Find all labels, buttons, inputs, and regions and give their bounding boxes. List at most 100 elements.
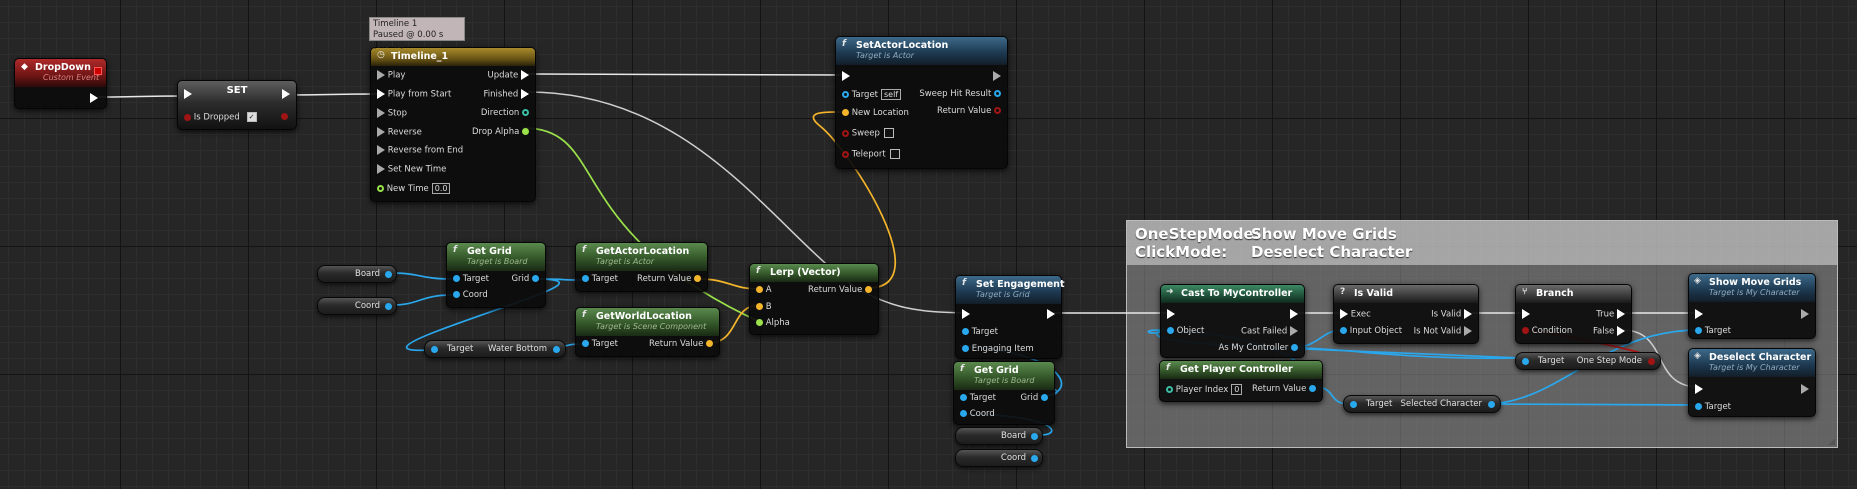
stop-pin[interactable]: Stop (377, 108, 407, 119)
struct-pin-icon[interactable] (385, 303, 392, 310)
get-grid-node-2[interactable]: f Get Grid Target is Board Target Coord … (953, 361, 1055, 425)
object-pin[interactable]: Object (1167, 326, 1204, 336)
object-pin-icon[interactable] (1031, 433, 1038, 440)
set-engagement-header[interactable]: f Set Engagement Target is Grid (956, 276, 1065, 304)
show-move-grids-node[interactable]: ◈ Show Move Grids Target is My Character… (1688, 273, 1816, 339)
cast-failed-pin[interactable]: Cast Failed (1241, 326, 1298, 337)
target-pin[interactable]: Target (582, 274, 618, 284)
a-pin[interactable]: A (756, 285, 772, 295)
update-pin[interactable]: Update (488, 70, 529, 81)
grid-pin[interactable]: Grid (511, 274, 539, 284)
is-valid-header[interactable]: ? Is Valid (1334, 285, 1478, 303)
comment-header[interactable]: OneStepMode:Show Move Grids ClickMode:De… (1127, 221, 1837, 265)
branch-node[interactable]: ⑂ Branch Condition True False (1515, 284, 1632, 344)
bool-pin-icon[interactable] (1648, 358, 1655, 365)
target-pin[interactable]: Target (1695, 326, 1731, 336)
teleport-pin[interactable]: Teleport (842, 149, 900, 160)
return-value-pin[interactable]: Return Value (637, 274, 701, 284)
exec-in-pin[interactable] (1695, 309, 1703, 320)
object-pin-icon[interactable] (553, 346, 560, 353)
set-new-time-pin[interactable]: Set New Time (377, 164, 446, 175)
exec-in-pin[interactable] (1695, 384, 1703, 395)
object-pin-icon[interactable] (1488, 401, 1495, 408)
coord-variable[interactable]: Coord (317, 297, 397, 315)
exec-in-pin[interactable]: Exec (1340, 309, 1371, 320)
return-value-pin[interactable]: Return Value (649, 339, 713, 349)
lerp-vector-node[interactable]: f Lerp (Vector) A B Alpha Return Value (749, 263, 879, 335)
target-pin[interactable]: Target (962, 327, 998, 337)
deselect-character-header[interactable]: ◈ Deselect Character Target is My Charac… (1689, 349, 1815, 377)
exec-in-pin[interactable] (842, 71, 850, 82)
water-bottom-getter[interactable]: Target Water Bottom (424, 340, 566, 358)
play-from-start-pin[interactable]: Play from Start (377, 89, 451, 100)
grid-pin[interactable]: Grid (1020, 393, 1048, 403)
exec-in-pin[interactable] (1167, 309, 1175, 320)
exec-out-pin[interactable] (993, 71, 1001, 82)
alpha-pin[interactable]: Alpha (756, 318, 790, 328)
sweep-pin[interactable]: Sweep (842, 128, 894, 139)
deselect-character-node[interactable]: ◈ Deselect Character Target is My Charac… (1688, 348, 1816, 417)
object-pin-icon[interactable] (385, 271, 392, 278)
struct-pin-icon[interactable] (1031, 455, 1038, 462)
is-dropped-checkbox[interactable]: ✓ (246, 112, 257, 122)
direction-pin[interactable]: Direction (481, 108, 529, 118)
resize-handle-icon[interactable]: ◢ (1828, 437, 1835, 447)
get-world-location-node[interactable]: f GetWorldLocation Target is Scene Compo… (575, 307, 720, 357)
return-value-pin[interactable]: Return Value (1252, 384, 1316, 394)
return-value-pin[interactable]: Return Value (808, 285, 872, 295)
branch-header[interactable]: ⑂ Branch (1516, 285, 1631, 303)
set-variable-node[interactable]: SET Is Dropped ✓ (177, 80, 297, 130)
get-actor-location-node[interactable]: f GetActorLocation Target is Actor Targe… (575, 242, 708, 292)
target-pin[interactable]: Target (582, 339, 618, 349)
exec-out-pin[interactable] (1290, 309, 1298, 320)
object-pin-icon[interactable] (431, 346, 438, 353)
dropdown-header[interactable]: ◆ DropDown Custom Event (15, 59, 106, 87)
exec-out-pin[interactable] (1801, 309, 1809, 320)
b-pin[interactable]: B (756, 302, 772, 312)
get-grid-2-header[interactable]: f Get Grid Target is Board (954, 362, 1054, 390)
exec-out-pin[interactable] (1801, 384, 1809, 395)
get-player-controller-header[interactable]: f Get Player Controller (1160, 361, 1322, 379)
timeline-node[interactable]: ◷ Timeline_1 Play Play from Start Stop R… (370, 47, 536, 202)
sweep-hit-result-pin[interactable]: Sweep Hit Result (919, 89, 1001, 99)
one-step-mode-getter[interactable]: Target One Step Mode (1515, 352, 1661, 370)
show-move-grids-header[interactable]: ◈ Show Move Grids Target is My Character (1689, 274, 1815, 302)
board-variable-2[interactable]: Board (955, 427, 1043, 445)
get-grid-header[interactable]: f Get Grid Target is Board (447, 243, 545, 271)
is-dropped-pin[interactable]: Is Dropped ✓ (184, 112, 257, 123)
is-dropped-out-pin[interactable] (281, 112, 288, 122)
exec-in-pin[interactable] (962, 309, 970, 320)
target-pin[interactable]: Target (960, 393, 996, 403)
cast-header[interactable]: ➜ Cast To MyController (1161, 285, 1304, 303)
return-value-pin[interactable]: Return Value (937, 106, 1001, 116)
object-pin-icon[interactable] (1522, 358, 1529, 365)
exec-in-pin[interactable] (1522, 309, 1530, 320)
get-world-location-header[interactable]: f GetWorldLocation Target is Scene Compo… (576, 308, 719, 336)
timeline-header[interactable]: ◷ Timeline_1 (371, 48, 535, 66)
set-actor-location-node[interactable]: f SetActorLocation Target is Actor Targe… (835, 36, 1008, 169)
exec-out-pin[interactable] (282, 89, 290, 100)
teleport-checkbox[interactable] (889, 149, 900, 159)
dropdown-event-node[interactable]: ◆ DropDown Custom Event (14, 58, 107, 109)
selected-character-getter[interactable]: Target Selected Character (1343, 395, 1501, 413)
exec-out-pin[interactable] (1047, 309, 1055, 320)
target-pin[interactable]: Target (1695, 402, 1731, 412)
new-time-input[interactable]: 0.0 (431, 183, 451, 194)
new-location-pin[interactable]: New Location (842, 108, 909, 118)
player-index-input[interactable]: 0 (1231, 384, 1243, 395)
set-engagement-node[interactable]: f Set Engagement Target is Grid Target E… (955, 275, 1065, 359)
sweep-checkbox[interactable] (883, 128, 894, 138)
coord-variable-2[interactable]: Coord (955, 449, 1043, 467)
drop-alpha-pin[interactable]: Drop Alpha (472, 127, 529, 137)
input-object-pin[interactable]: Input Object (1340, 326, 1402, 336)
cast-to-mycontroller-node[interactable]: ➜ Cast To MyController Object Cast Faile… (1160, 284, 1305, 358)
is-valid-out-pin[interactable]: Is Valid (1431, 309, 1472, 320)
object-pin-icon[interactable] (1350, 401, 1357, 408)
coord-pin[interactable]: Coord (453, 290, 488, 300)
board-variable[interactable]: Board (317, 265, 397, 283)
target-pin[interactable]: Target (453, 274, 489, 284)
coord-pin[interactable]: Coord (960, 409, 995, 419)
true-pin[interactable]: True (1596, 309, 1625, 320)
exec-out-pin[interactable] (90, 93, 98, 104)
